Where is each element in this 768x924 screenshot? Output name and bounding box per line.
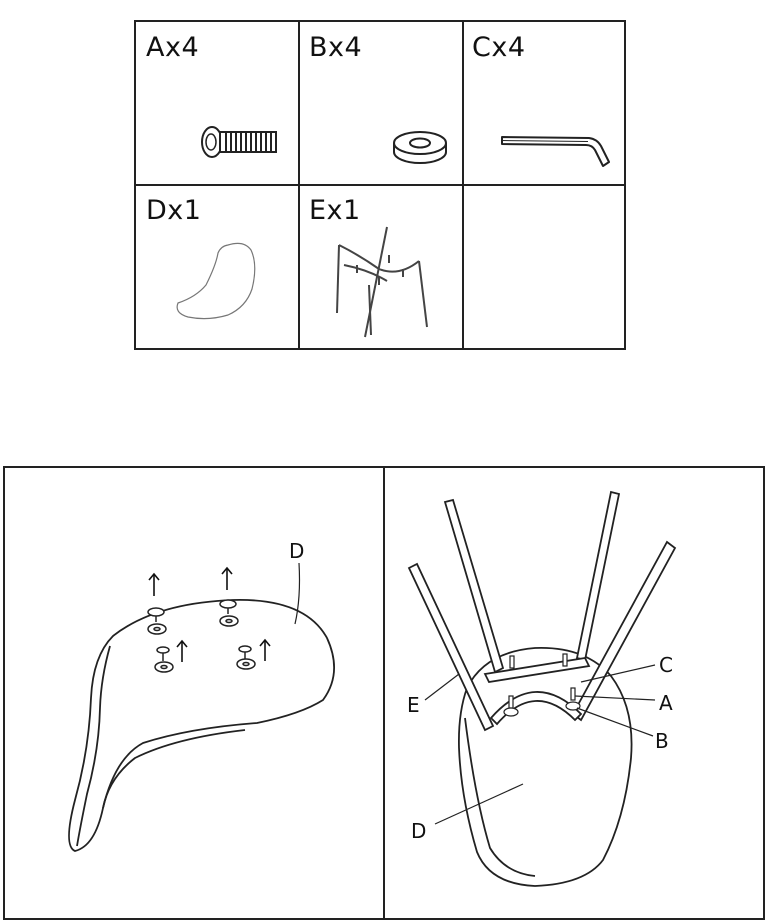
part-label-a: Ax4 xyxy=(146,32,200,63)
callout-e: E xyxy=(407,693,420,717)
leg-frame-icon xyxy=(336,226,428,338)
part-label-c: Cx4 xyxy=(472,32,526,63)
part-cell-c: Cx4 xyxy=(462,22,626,185)
part-cell-a: Ax4 xyxy=(136,22,299,185)
callout-line xyxy=(424,664,656,825)
seat-shell-icon xyxy=(68,599,336,852)
part-label-d: Dx1 xyxy=(146,195,202,226)
step1-diagram: D xyxy=(68,539,336,852)
callout-d: D xyxy=(411,819,426,843)
allen-key-icon xyxy=(501,136,610,167)
seat-shell-icon xyxy=(458,647,633,887)
arrow-up-icon xyxy=(148,566,271,662)
part-cell-d: Dx1 xyxy=(136,185,299,350)
callout-d: D xyxy=(289,539,304,563)
screw-icon xyxy=(147,599,256,673)
assembly-steps: D C A B E D xyxy=(3,466,765,920)
washer-icon xyxy=(393,131,447,164)
step2-diagram: C A B E D xyxy=(407,490,677,887)
part-label-b: Bx4 xyxy=(309,32,363,63)
part-cell-empty xyxy=(462,185,626,350)
parts-table: Ax4 Bx4 Cx4 D xyxy=(134,20,626,350)
leg-frame-icon xyxy=(407,490,677,732)
screw-icon xyxy=(503,653,581,717)
callout-c: C xyxy=(659,653,673,677)
part-cell-b: Bx4 xyxy=(299,22,462,185)
part-label-e: Ex1 xyxy=(309,195,361,226)
table-divider xyxy=(136,184,624,186)
screw-icon xyxy=(201,126,277,158)
callout-line xyxy=(294,562,301,625)
part-cell-e: Ex1 xyxy=(299,185,462,350)
callout-a: A xyxy=(659,691,673,715)
callout-b: B xyxy=(655,729,669,753)
step-divider xyxy=(383,468,385,918)
seat-shell-icon xyxy=(176,242,256,320)
